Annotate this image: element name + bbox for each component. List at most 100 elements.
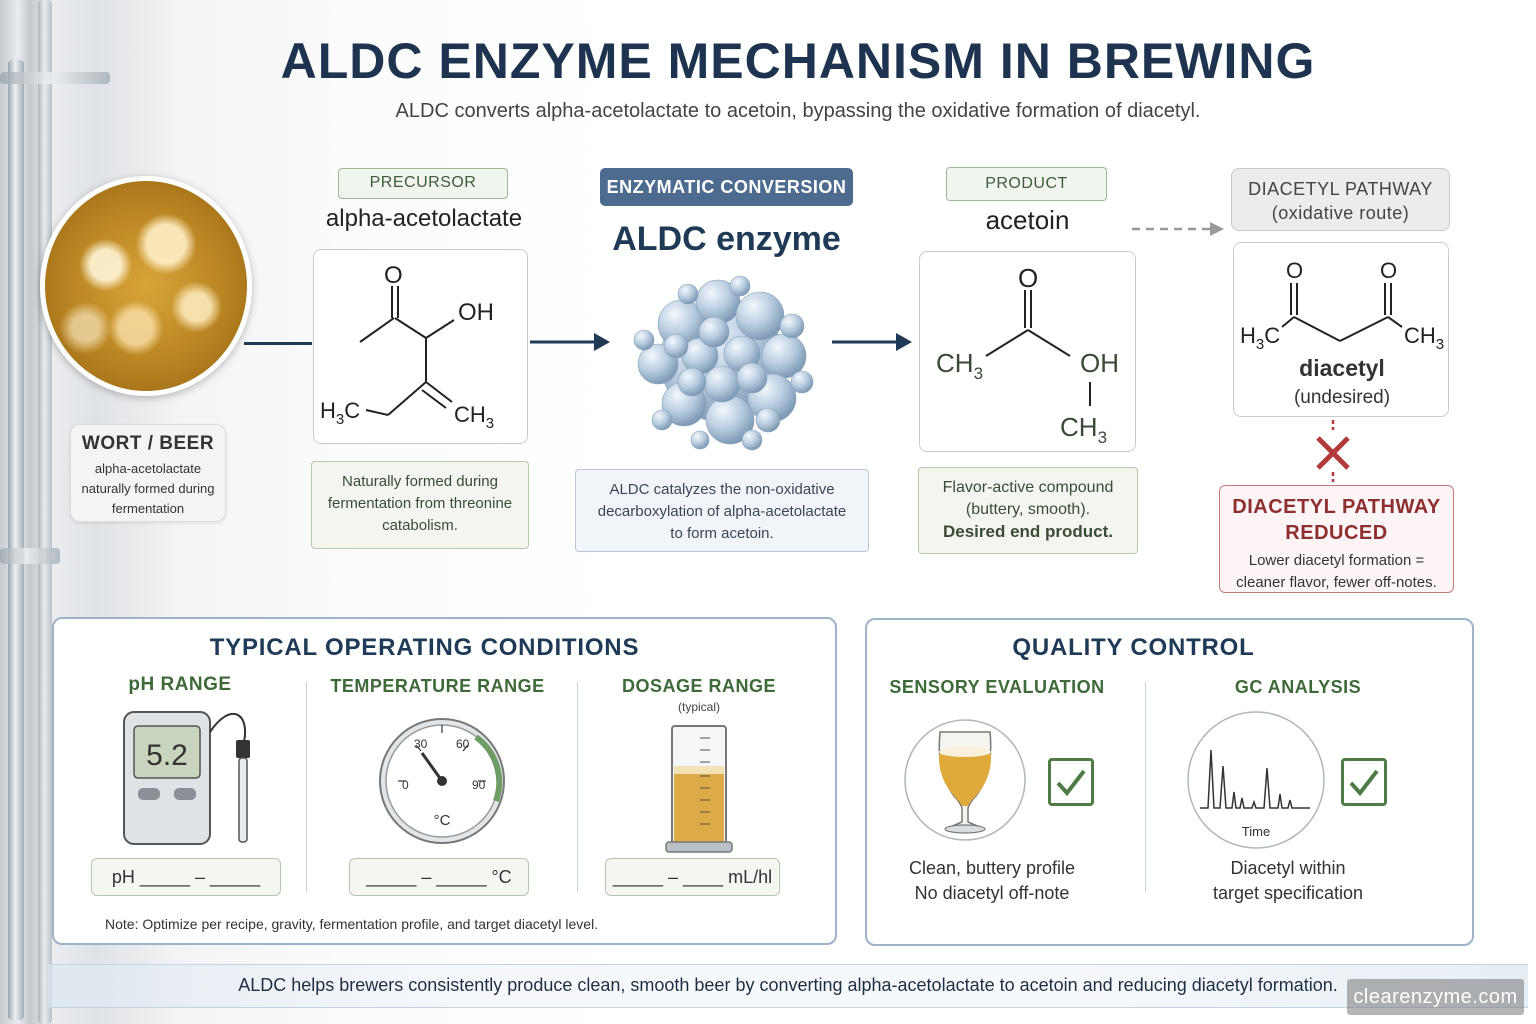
product-desc-strong: Desired end product. — [942, 522, 1114, 541]
blocked-x-icon — [1316, 420, 1350, 482]
arrow-right-icon — [530, 333, 610, 351]
precursor-desc-line: fermentation from threonine — [327, 495, 513, 512]
gc-axis-label: Time — [1242, 824, 1270, 839]
temp-field-min: _____ — [366, 867, 417, 887]
enzyme-name: ALDC enzyme — [612, 220, 841, 258]
product-name: acetoin — [985, 205, 1070, 235]
product-oh-label: OH — [1080, 348, 1119, 378]
reduced-desc-line: Lower diacetyl formation = — [1248, 552, 1425, 569]
diacetyl-structure: O O H3C CH3 diacetyl (undesired) — [1233, 242, 1449, 417]
sensory-result: Clean, buttery profile No diacetyl off-n… — [880, 856, 1104, 906]
product-o-label: O — [1018, 263, 1038, 293]
diacetyl-pathway-tag: DIACETYL PATHWAY (oxidative route) — [1231, 168, 1450, 231]
page-title: ALDC ENZYME MECHANISM IN BREWING — [280, 33, 1316, 89]
quality-control-title: QUALITY CONTROL — [1012, 634, 1255, 661]
enzyme-description: ALDC catalyzes the non-oxidative decarbo… — [575, 469, 869, 552]
dosage-field-dash: – — [667, 867, 678, 887]
temp-field-max: _____ — [436, 867, 487, 887]
divider — [1145, 682, 1146, 892]
diacetyl-h3c-label: H3C — [1240, 323, 1280, 353]
sensory-result-line: No diacetyl off-note — [914, 883, 1070, 903]
precursor-name: alpha-acetolactate — [325, 205, 523, 232]
diacetyl-name: diacetyl — [1299, 355, 1385, 381]
sensory-result-line: Clean, buttery profile — [908, 858, 1076, 878]
diacetyl-ch3-label: CH3 — [1404, 323, 1444, 353]
checkmark-icon — [1056, 769, 1086, 797]
ph-meter-icon: 5.2 — [123, 711, 250, 845]
precursor-h3c-label: H3C — [320, 398, 360, 428]
reduced-title-line: REDUCED — [1285, 522, 1388, 544]
product-tag: PRODUCT — [946, 167, 1107, 201]
dosage-typical-note: (typical) — [677, 700, 720, 714]
diacetyl-tag-line: (oxidative route) — [1271, 203, 1410, 223]
gc-result-line: Diacetyl within — [1230, 858, 1346, 878]
checkmark-icon — [1349, 769, 1379, 797]
enzyme-desc-line: ALDC catalyzes the non-oxidative — [609, 481, 835, 498]
connector-line-wort — [244, 342, 312, 345]
diacetyl-reduced-box: DIACETYL PATHWAY REDUCED Lower diacetyl … — [1219, 485, 1454, 593]
enzyme-protein-icon — [633, 275, 814, 451]
conditions-note: Note: Optimize per recipe, gravity, ferm… — [105, 916, 599, 932]
arrow-right-icon — [832, 333, 912, 351]
precursor-ch3-label: CH3 — [454, 402, 494, 432]
reduced-desc-line: cleaner flavor, fewer off-notes. — [1236, 574, 1437, 591]
diacetyl-o1-label: O — [1286, 258, 1303, 283]
dosage-field-unit: mL/hl — [728, 867, 773, 887]
wort-desc-line: naturally formed during — [81, 481, 215, 496]
temp-tick-label: 90 — [472, 778, 486, 792]
product-ch3-bottom-label: CH3 — [1060, 412, 1107, 447]
ph-range-label: pH RANGE — [128, 674, 232, 695]
wort-title: WORT / BEER — [81, 433, 215, 454]
wort-desc-line: fermentation — [111, 501, 185, 516]
ph-field-max: _____ — [210, 867, 261, 887]
precursor-tag: PRECURSOR — [338, 168, 508, 199]
gc-analysis-label: GC ANALYSIS — [1234, 677, 1362, 697]
product-ch3-left-label: CH3 — [936, 348, 983, 383]
watermark: clearenzyme.com — [1347, 979, 1524, 1015]
dosage-field-min: _____ — [612, 867, 663, 887]
dosage-range-label: DOSAGE RANGE — [621, 676, 777, 696]
temperature-range-label: TEMPERATURE RANGE — [330, 676, 545, 696]
footer-summary: ALDC helps brewers consistently produce … — [238, 975, 1338, 995]
dosage-field-max: ____ — [683, 867, 724, 887]
vertical-pipe-inner — [38, 0, 52, 1024]
precursor-desc-line: Naturally formed during — [342, 473, 498, 490]
divider — [306, 682, 307, 892]
gc-check-icon — [1341, 758, 1387, 806]
enzyme-tag: ENZYMATIC CONVERSION — [600, 168, 853, 206]
reduced-title-line: DIACETYL PATHWAY — [1232, 496, 1441, 518]
vertical-pipe-left — [8, 60, 24, 1020]
dosage-range-field[interactable]: _____ – ____ mL/hl — [605, 858, 780, 896]
precursor-oh-label: OH — [458, 299, 494, 326]
horizontal-pipe-top — [0, 72, 110, 84]
dashed-arrow-icon — [1132, 222, 1224, 236]
thermometer-dial-icon: 0 30 60 90 °C — [379, 718, 505, 844]
temp-tick-label: 60 — [456, 737, 470, 751]
temp-field-dash: – — [421, 867, 432, 887]
graduated-cylinder-icon — [665, 725, 733, 853]
diacetyl-o2-label: O — [1380, 258, 1397, 283]
diacetyl-tag-line: DIACETYL PATHWAY — [1248, 179, 1433, 199]
ph-field-prefix: pH — [111, 867, 135, 887]
precursor-structure-svg: O OH H3C CH3 — [320, 262, 494, 432]
ph-field-min: _____ — [139, 867, 190, 887]
gc-result-line: target specification — [1212, 883, 1364, 903]
operating-conditions-title: TYPICAL OPERATING CONDITIONS — [209, 634, 640, 661]
enzyme-desc-line: to form acetoin. — [670, 525, 774, 542]
precursor-structure: O OH H3C CH3 — [313, 249, 528, 444]
product-structure: O CH3 OH CH3 — [919, 251, 1136, 452]
product-structure-svg: O CH3 OH CH3 — [936, 263, 1119, 447]
pipe-flange — [0, 548, 60, 564]
wort-desc-line: alpha-acetolactate — [94, 461, 202, 476]
precursor-o-label: O — [384, 262, 403, 289]
temp-tick-label: 30 — [414, 737, 428, 751]
diacetyl-reduced-title: DIACETYL PATHWAY REDUCED — [1220, 494, 1453, 546]
sensory-check-icon — [1048, 758, 1094, 806]
enzyme-desc-line: decarboxylation of alpha-acetolactate — [597, 503, 847, 520]
ph-range-field[interactable]: pH _____ – _____ — [91, 858, 281, 896]
page-subtitle: ALDC converts alpha-acetolactate to acet… — [395, 100, 1201, 122]
wort-label-box: WORT / BEER alpha-acetolactate naturally… — [70, 424, 226, 522]
temp-unit-label: °C — [434, 812, 451, 829]
temperature-range-field[interactable]: _____ – _____ °C — [349, 858, 529, 896]
precursor-desc-line: catabolism. — [382, 517, 458, 534]
